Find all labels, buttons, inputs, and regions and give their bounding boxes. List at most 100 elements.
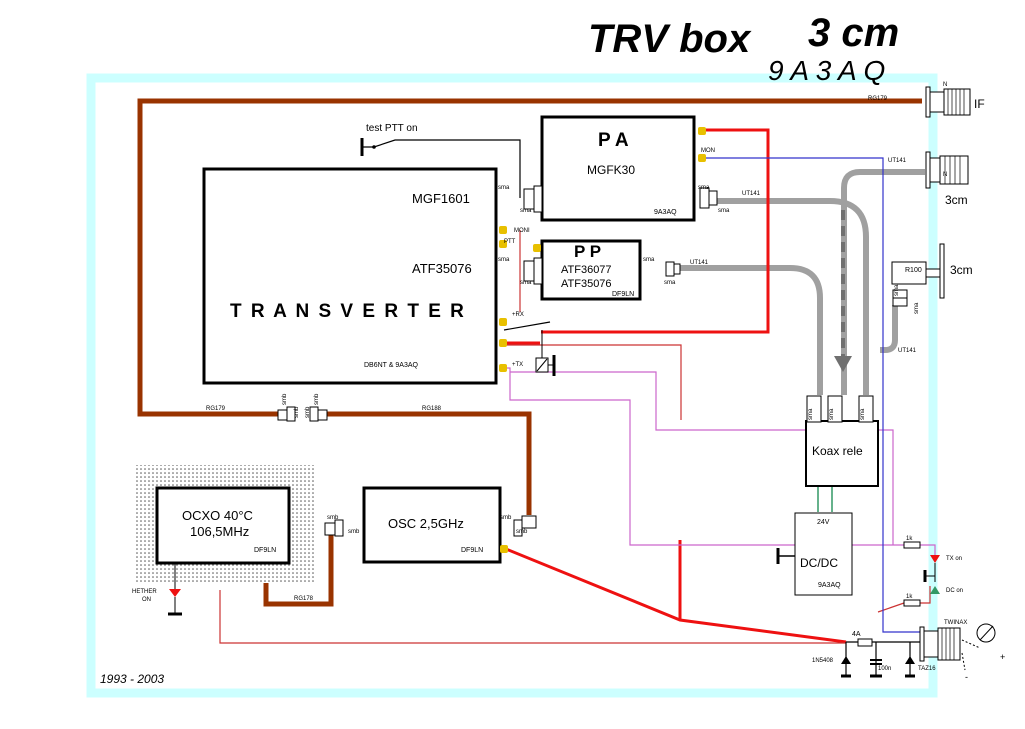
green-relay-wires bbox=[817, 486, 833, 512]
label-sma-7: sma bbox=[643, 257, 655, 263]
pa-chip: MGFK30 bbox=[587, 163, 635, 177]
label-smb-2: smb bbox=[348, 529, 360, 535]
label-3cm-a: 3cm bbox=[945, 193, 968, 207]
brown-cables bbox=[137, 98, 922, 607]
label-ptt: PTT bbox=[504, 239, 516, 245]
thin-red-wiring bbox=[219, 230, 931, 644]
pp-chip2: ATF35076 bbox=[561, 278, 612, 290]
ocxo-line1: OCXO 40°C bbox=[182, 508, 253, 523]
switch-arrow bbox=[834, 356, 852, 372]
n-label-if: N bbox=[943, 82, 947, 88]
r100-stub bbox=[925, 268, 941, 278]
label-smb-7: smb bbox=[314, 393, 320, 405]
relay-sma2: sma bbox=[829, 408, 835, 420]
label-ut141-n: UT141 bbox=[888, 158, 907, 164]
relay-title: Koax rele bbox=[812, 444, 863, 458]
twinax-connector bbox=[919, 626, 925, 662]
label-sma-6: sma bbox=[718, 208, 730, 214]
label-sma-4: sma bbox=[520, 280, 532, 286]
label-mon: MON bbox=[701, 148, 715, 154]
transverter-block: MGF1601 ATF35076 T R A N S V E R T E R D… bbox=[202, 167, 498, 385]
title-main: TRV box bbox=[588, 17, 752, 61]
label-sma-10: sma bbox=[914, 302, 920, 314]
fuse-4a bbox=[857, 638, 873, 647]
power-wiring bbox=[504, 128, 847, 644]
label-sma-8: sma bbox=[664, 280, 676, 286]
label-tx: +TX bbox=[512, 362, 523, 368]
r100-label: R100 bbox=[905, 267, 922, 274]
n-connector-if bbox=[925, 86, 971, 118]
relay-sma3: sma bbox=[860, 408, 866, 420]
label-ut141-load: UT141 bbox=[898, 348, 917, 354]
tx-on-label: TX on bbox=[946, 556, 962, 562]
label-sma-3: sma bbox=[498, 257, 510, 263]
n-label-3cm: N bbox=[943, 172, 947, 178]
pa-block: P A MGFK30 9A3AQ bbox=[540, 115, 696, 222]
dcdc-title: DC/DC bbox=[800, 556, 838, 570]
r1k-b-label: 1k bbox=[906, 594, 913, 600]
koax-relay-block: Koax rele sma sma sma bbox=[805, 395, 879, 487]
n-connector-3cm bbox=[925, 151, 969, 189]
twinax-label: TWINAX bbox=[944, 620, 967, 626]
r1k-a-label: 1k bbox=[906, 536, 913, 542]
dc-on-label: DC on bbox=[946, 588, 963, 594]
pp-credit: DF9LN bbox=[612, 291, 634, 298]
dcdc-voltage: 24V bbox=[817, 519, 830, 526]
pp-chip1: ATF36077 bbox=[561, 264, 612, 276]
dc-on-led bbox=[930, 586, 940, 594]
label-rg179-top: RG179 bbox=[868, 96, 888, 102]
magenta-wiring bbox=[502, 367, 936, 555]
label-3cm-b: 3cm bbox=[950, 263, 973, 277]
diode-label: 1N5408 bbox=[812, 658, 834, 664]
osc-block: OSC 2,5GHz DF9LN bbox=[362, 486, 502, 564]
enclosure-frame bbox=[86, 73, 938, 698]
label-smb-1: smb bbox=[327, 515, 339, 521]
label-sma-2: sma bbox=[520, 208, 532, 214]
osc-credit: DF9LN bbox=[461, 547, 483, 554]
label-if: IF bbox=[974, 97, 985, 111]
label-rg178: RG178 bbox=[294, 596, 314, 602]
dcdc-credit: 9A3AQ bbox=[818, 582, 841, 589]
sma-connectors bbox=[277, 185, 908, 537]
dcdc-block: 24V DC/DC 9A3AQ bbox=[776, 512, 853, 596]
label-smb-5: smb bbox=[282, 393, 288, 405]
label-rx: +RX bbox=[512, 312, 524, 318]
diode-1n5408 bbox=[841, 656, 851, 664]
ocxo-credit: DF9LN bbox=[254, 547, 276, 554]
label-smb-8: smb bbox=[305, 406, 311, 418]
cap-label: 100n bbox=[878, 666, 891, 672]
label-smb-4: smb bbox=[516, 529, 528, 535]
label-ut141-pp: UT141 bbox=[690, 260, 709, 266]
label-sma-5: sma bbox=[698, 185, 710, 191]
relay-sma1: sma bbox=[808, 408, 814, 420]
test-ptt-label: test PTT on bbox=[366, 123, 418, 134]
years-label: 1993 - 2003 bbox=[100, 672, 164, 686]
r100-flange bbox=[939, 243, 945, 299]
transverter-chip2: ATF35076 bbox=[412, 261, 472, 276]
pa-credit: 9A3AQ bbox=[654, 209, 677, 216]
label-smb-3: smb bbox=[500, 515, 512, 521]
tx-on-led bbox=[930, 555, 940, 563]
label-rg179-left: RG179 bbox=[206, 406, 226, 412]
fuse-label: 4A bbox=[852, 631, 861, 638]
transverter-chip1: MGF1601 bbox=[412, 191, 470, 206]
resistor-1k-tx bbox=[903, 541, 921, 549]
transverter-title: T R A N S V E R T E R bbox=[230, 301, 466, 322]
resistor-1k-dc bbox=[903, 599, 921, 607]
heater-led bbox=[169, 589, 181, 597]
label-rg188: RG188 bbox=[422, 406, 442, 412]
taz16-diode bbox=[905, 656, 915, 664]
label-ut141-pa: UT141 bbox=[742, 191, 761, 197]
ocxo-line2: 106,5MHz bbox=[190, 524, 249, 539]
blue-wire bbox=[702, 157, 920, 633]
transverter-credit: DB6NT & 9A3AQ bbox=[364, 362, 419, 369]
yellow-connectors bbox=[499, 127, 706, 553]
pp-block: P P ATF36077 ATF35076 DF9LN bbox=[540, 239, 642, 301]
taz-label: TAZ16 bbox=[918, 666, 936, 672]
callsign: 9 A 3 A Q bbox=[768, 55, 885, 86]
label-smb-6: smb bbox=[294, 406, 300, 418]
hether-label-2: ON bbox=[142, 597, 151, 603]
pa-title: P A bbox=[598, 130, 629, 151]
osc-title: OSC 2,5GHz bbox=[388, 516, 464, 531]
